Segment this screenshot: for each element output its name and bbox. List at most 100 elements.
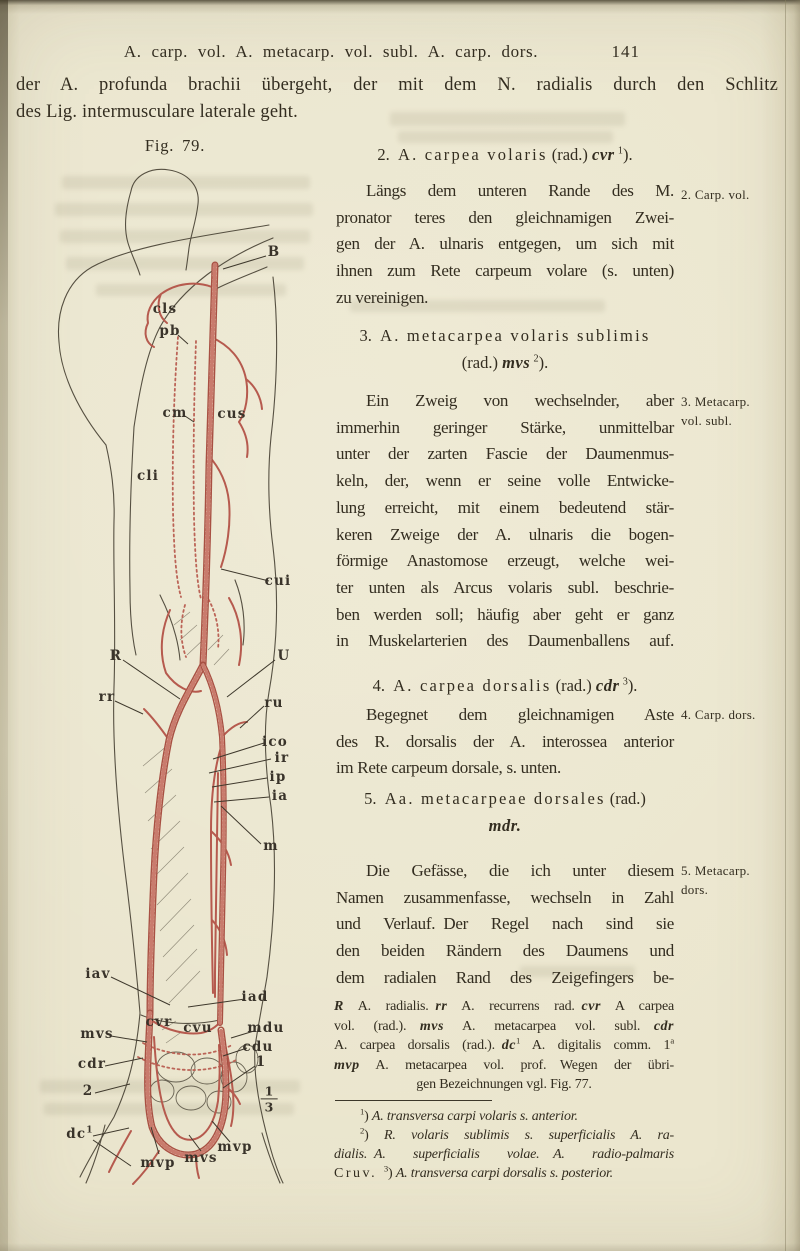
text-line: Namen zusammenfasse, wechseln in Zahl xyxy=(336,887,674,907)
label-ru: ru xyxy=(264,695,284,711)
margin-note-line: vol. subl. xyxy=(681,412,733,428)
label-R: R xyxy=(109,648,123,664)
label-1: 1 xyxy=(255,1054,267,1070)
margin-note-line: 4. Carp. dors. xyxy=(681,707,756,722)
margin-note-line: dors. xyxy=(681,881,709,897)
margin-note-line: 3. Metacarp. xyxy=(681,394,750,409)
section-4-paragraph: Begegnet dem gleichnamigen Aste des R. d… xyxy=(336,702,674,782)
bleed-through xyxy=(398,131,613,143)
legend-line: vol. (rad.). mvs A. metacarpea vol. subl… xyxy=(334,1018,674,1034)
label-ir: ir xyxy=(274,750,290,766)
page-edge-bottom xyxy=(0,1243,800,1251)
text-line: förmige Anastomose erzeugt, welche wei- xyxy=(336,551,674,571)
page-edge-right xyxy=(785,0,800,1251)
bleed-through xyxy=(55,203,313,216)
label-ia: ia xyxy=(271,788,289,804)
figure-legend: R A. radialis. rr A. recurrens rad. cvr … xyxy=(334,997,674,1095)
label-mvs-bottom: mvs xyxy=(184,1150,218,1166)
text-line: und Verlauf. Der Regel nach sind sie xyxy=(336,914,674,934)
section-2-paragraph: Längs dem unteren Rande des M. pronator … xyxy=(336,178,674,312)
text-line: Begegnet dem gleichnamigen Aste xyxy=(366,705,674,724)
figure-79: Fig. 79. xyxy=(10,125,340,1187)
label-2: 2 xyxy=(82,1083,94,1099)
figure-caption: Fig. 79. xyxy=(144,136,206,155)
bleed-through xyxy=(60,230,310,243)
margin-note-line: 5. Metacarp. xyxy=(681,863,750,878)
text-line: ben werden soll; häufig aber geht er gan… xyxy=(336,604,674,624)
legend-line: R A. radialis. rr A. recurrens rad. cvr … xyxy=(334,999,674,1014)
running-header-title: A. carp. vol. A. metacarp. vol. subl. A.… xyxy=(123,42,539,61)
footnote-line: dialis. A. superficialis volae. A. radio… xyxy=(334,1147,674,1162)
bleed-through xyxy=(62,176,310,189)
section-4-heading: 4. A. carpea dorsalis (rad.) cdr 3). xyxy=(372,676,638,695)
text-line: gen der A. ulnaris entgegen, um sich mit xyxy=(336,234,674,254)
text-line: im Rete carpeum dorsale, s. unten. xyxy=(336,758,561,778)
label-cvu: cvu xyxy=(183,1020,213,1036)
text-line: dem radialen Rand des Zeigefingers be- xyxy=(336,967,674,987)
text-line: ihnen zum Rete carpeum volare (s. unten) xyxy=(336,261,674,281)
margin-note-4: 4. Carp. dors. xyxy=(681,706,799,725)
text-line: unter der zarten Fascie der Daumenmus- xyxy=(336,444,674,464)
text-line: in Muskelarterien des Daumenballens auf. xyxy=(336,631,674,651)
text-line: des Lig. intermusculare laterale geht. xyxy=(16,102,298,122)
label-ip: ip xyxy=(269,769,287,785)
text-line: Längs dem unteren Rande des M. xyxy=(366,181,674,200)
arm-outline xyxy=(57,168,284,1184)
section-2-heading: 2. A. carpea volaris (rad.) cvr 1). xyxy=(377,145,633,164)
label-cus: cus xyxy=(217,406,247,422)
text-line: keln, der, wenn er seine volle Entwicke- xyxy=(336,471,674,491)
legend-line: mvp A. metacarpea vol. prof. Wegen der ü… xyxy=(334,1057,674,1073)
label-cm: cm xyxy=(162,405,188,421)
margin-note-2: 2. Carp. vol. xyxy=(681,186,799,205)
running-header: A. carp. vol. A. metacarp. vol. subl. A.… xyxy=(16,42,646,62)
section-3-heading-line1: 3. A. metacarpea volaris sublimis xyxy=(359,326,651,345)
text-line: keren Zweige der A. ulnaris die bogen- xyxy=(336,524,674,544)
label-rr: rr xyxy=(98,689,116,705)
legend-line: A. carpea dorsalis (rad.). dc1 A. digita… xyxy=(334,1035,674,1054)
bleed-through xyxy=(350,300,605,312)
bleed-through xyxy=(520,966,635,977)
label-cui: cui xyxy=(264,573,292,589)
label-dc1: dc1 xyxy=(66,1125,94,1142)
label-ico: ico xyxy=(262,734,288,750)
footnote-line: Cruv. 3) A. transversa carpi dorsalis s.… xyxy=(334,1163,613,1181)
intro-paragraph: der A. profunda brachii übergeht, der mi… xyxy=(16,72,778,126)
label-cvr: cvr xyxy=(145,1014,173,1030)
bleed-through xyxy=(66,257,304,270)
text-line: pronator teres den gleichnamigen Zwei- xyxy=(336,207,674,227)
text-line: der A. profunda brachii übergeht, der mi… xyxy=(16,75,778,95)
label-pointer-lines xyxy=(92,255,276,1167)
footnote-line: 2) R. volaris sublimis s. superficialis … xyxy=(360,1125,674,1143)
label-B: B xyxy=(267,244,281,260)
label-pb: pb xyxy=(159,323,181,339)
bleed-through xyxy=(390,112,625,126)
bleed-through xyxy=(40,1080,300,1093)
page-edge-left xyxy=(0,0,8,1251)
label-cls: cls xyxy=(152,301,178,317)
page-edge-top xyxy=(0,0,800,14)
figure-drawing xyxy=(57,168,284,1185)
label-mvs-left: mvs xyxy=(80,1026,114,1042)
footnote-separator xyxy=(335,1100,492,1101)
label-U: U xyxy=(277,648,291,664)
margin-note-3: 3. Metacarp. vol. subl. xyxy=(681,393,799,430)
page-number: 141 xyxy=(611,42,640,61)
label-mvp-bottom-left: mvp xyxy=(140,1155,176,1171)
text-line: des R. dorsalis der A. interossea anteri… xyxy=(336,731,674,751)
footnote-line: 1) A. transversa carpi volaris s. anteri… xyxy=(360,1106,578,1124)
text-line: den beiden Rändern des Daumens und xyxy=(336,941,674,961)
label-iav: iav xyxy=(85,966,111,982)
text-line: lung erreicht, mit einem bedeutend stär- xyxy=(336,497,674,517)
section-3-heading-line2: (rad.) mvs 2). xyxy=(461,353,549,372)
label-mvp-right: mvp xyxy=(217,1139,253,1155)
label-cdu: cdu xyxy=(242,1039,274,1055)
label-mdu: mdu xyxy=(247,1020,285,1036)
legend-line: gen Bezeichnungen vgl. Fig. 77. xyxy=(416,1077,592,1093)
text-line: immerhin geringer Stärke, unmittelbar xyxy=(336,417,674,437)
section-5-paragraph: Die Gefässe, die ich unter diesem Namen … xyxy=(336,858,674,992)
margin-note-5: 5. Metacarp. dors. xyxy=(681,862,799,899)
label-cli: cli xyxy=(136,468,160,484)
section-5-heading-line2: mdr. xyxy=(488,816,522,835)
